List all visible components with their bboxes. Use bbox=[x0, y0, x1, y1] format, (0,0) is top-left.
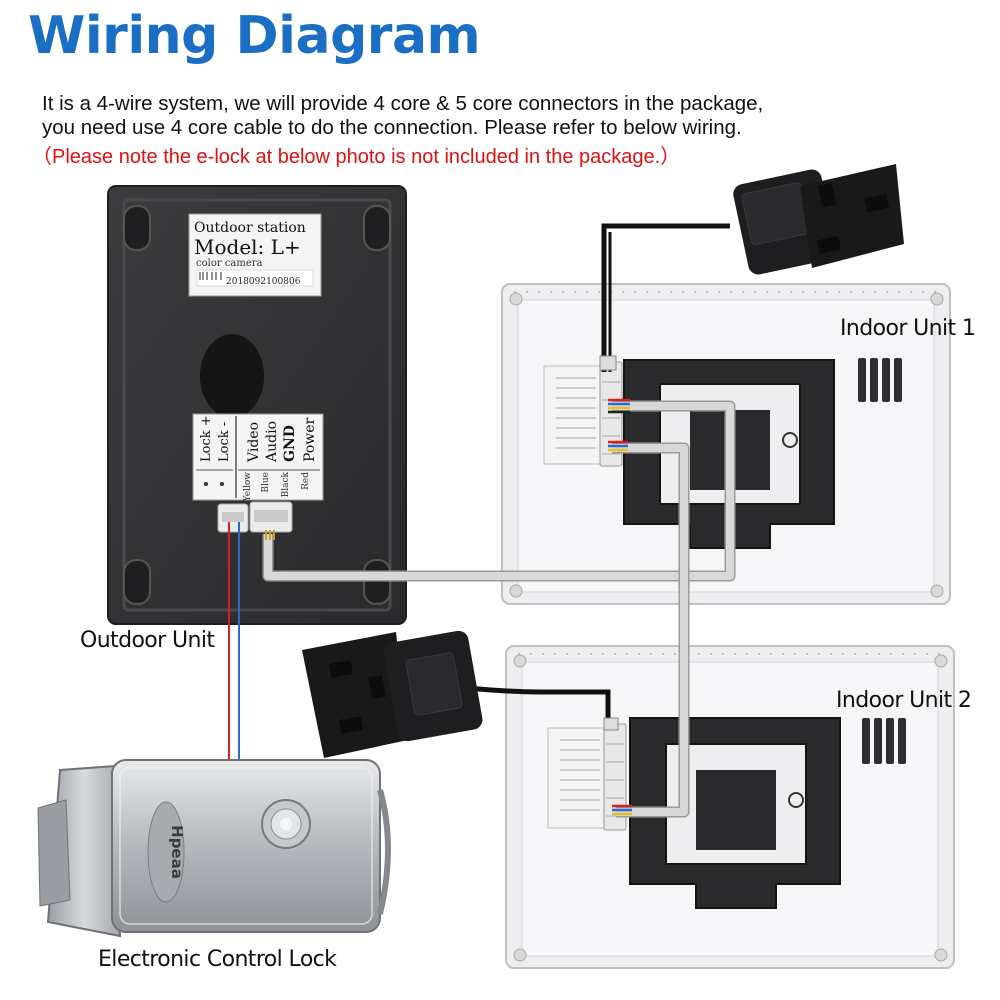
caption-electronic-lock: Electronic Control Lock bbox=[98, 947, 337, 972]
sticker-line-2: Model: L+ bbox=[194, 235, 301, 259]
mount-slot bbox=[363, 205, 391, 251]
model-sticker: Outdoor station Model: L+ color camera 2… bbox=[188, 213, 322, 297]
caption-indoor-unit-2: Indoor Unit 2 bbox=[836, 688, 972, 713]
page-title: Wiring Diagram bbox=[28, 6, 481, 66]
label-lock-minus: Lock - bbox=[217, 422, 232, 462]
label-black: Black bbox=[281, 471, 291, 497]
label-blue: Blue bbox=[261, 472, 271, 493]
outdoor-unit: Outdoor station Model: L+ color camera 2… bbox=[107, 185, 407, 625]
label-lock-plus: Lock + bbox=[199, 415, 214, 462]
lock-brand: Hpeaa bbox=[168, 825, 186, 879]
label-power: Power bbox=[302, 417, 318, 462]
sticker-serial: 2018092100806 bbox=[226, 277, 301, 287]
electronic-lock: Hpeaa bbox=[37, 759, 391, 938]
mount-slot bbox=[363, 559, 391, 605]
terminal-label: Lock + Lock - Video Audio GND Power Yell… bbox=[192, 413, 324, 503]
label-yellow: Yellow bbox=[243, 472, 253, 503]
caption-indoor-unit-1: Indoor Unit 1 bbox=[840, 316, 976, 341]
package-note: （Please note the e-lock at below photo i… bbox=[32, 146, 681, 168]
power-adapter-2 bbox=[302, 630, 619, 758]
sticker-line-3: color camera bbox=[196, 258, 263, 269]
speaker-grille bbox=[862, 718, 906, 764]
sticker-line-1: Outdoor station bbox=[194, 220, 306, 236]
label-gnd: GND bbox=[282, 425, 298, 462]
cable-hole bbox=[200, 334, 264, 418]
signal-cables bbox=[262, 400, 736, 818]
indoor-1-label bbox=[543, 365, 601, 465]
intro-line-2: you need use 4 core cable to do the conn… bbox=[42, 116, 742, 139]
label-red: Red bbox=[301, 472, 311, 490]
wire-ends bbox=[608, 398, 632, 816]
speaker-grille bbox=[858, 358, 902, 402]
label-audio: Audio bbox=[264, 421, 280, 463]
label-video: Video bbox=[246, 422, 262, 463]
power-adapter-1 bbox=[599, 164, 904, 372]
intro-line-1: It is a 4-wire system, we will provide 4… bbox=[42, 92, 764, 115]
lock-wires bbox=[228, 522, 240, 770]
mount-slot bbox=[123, 205, 151, 251]
caption-outdoor-unit: Outdoor Unit bbox=[80, 628, 215, 653]
indoor-2-label bbox=[547, 727, 605, 829]
mount-slot bbox=[123, 559, 151, 605]
